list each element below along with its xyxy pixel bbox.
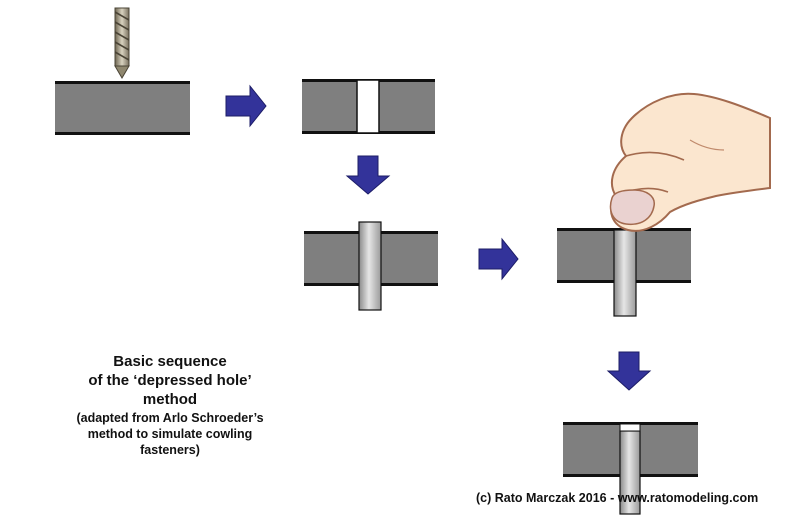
plate — [302, 79, 435, 134]
hole — [356, 79, 380, 134]
caption-title: Basic sequence of the ‘depressed hole’ m… — [40, 352, 300, 409]
arrow-down-icon — [345, 155, 391, 195]
hand-icon — [609, 92, 771, 232]
drilled-hole-step — [302, 79, 435, 134]
rod — [358, 221, 382, 311]
caption-subtitle: (adapted from Arlo Schroeder’s method to… — [40, 410, 300, 458]
plate — [55, 81, 190, 135]
caption-title-line: method — [142, 391, 198, 408]
rod — [613, 229, 637, 317]
arrow-down-icon — [606, 351, 652, 391]
copyright-credit: (c) Rato Marczak 2016 - www.ratomodeling… — [476, 491, 759, 505]
depressed-hole-step — [563, 422, 698, 515]
caption-title-line: Basic sequence — [113, 353, 227, 370]
caption-subtitle-line: method to simulate cowling — [87, 427, 253, 441]
rod-inserted-step — [304, 221, 438, 311]
caption-subtitle-line: fasteners) — [140, 443, 200, 457]
arrow-right-icon — [478, 237, 519, 281]
caption-title-line: of the ‘depressed hole’ — [88, 372, 252, 389]
drilling-step — [55, 7, 190, 135]
caption-subtitle-line: (adapted from Arlo Schroeder’s — [76, 411, 264, 425]
arrow-right-icon — [225, 84, 267, 128]
drill-bit-icon — [114, 7, 130, 79]
depressed-hole — [619, 423, 641, 432]
pressing-step — [557, 92, 771, 317]
